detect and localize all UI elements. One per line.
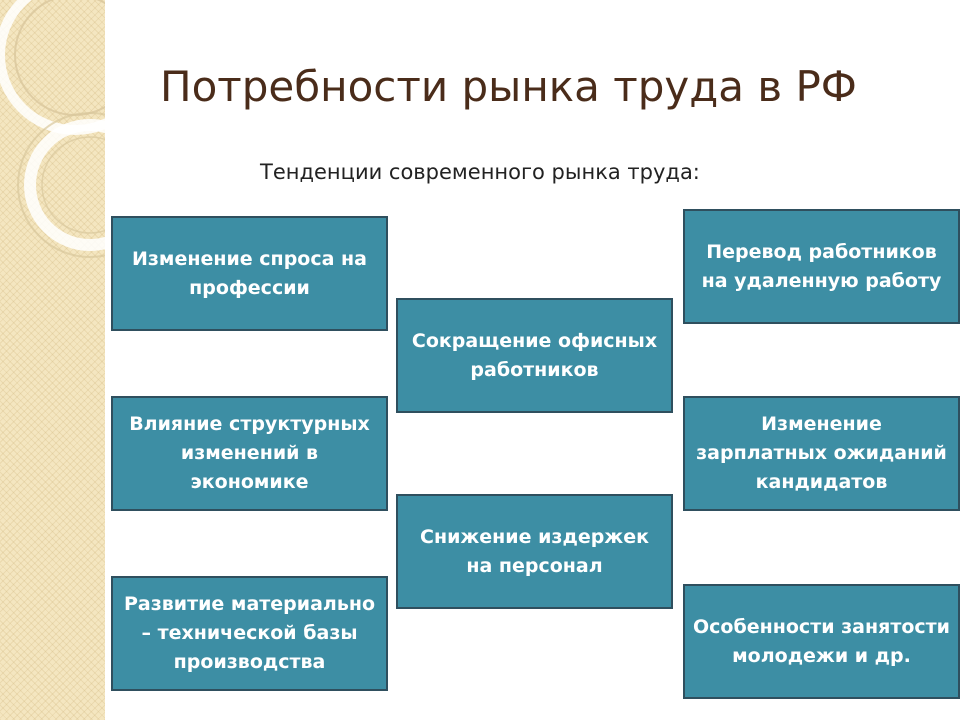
- trend-box-label: Сокращение офисных работников: [411, 329, 658, 381]
- trend-box-technical-base: Развитие материально – технической базы …: [111, 576, 388, 691]
- decorative-circles-icon: [0, 0, 105, 258]
- trend-box-demand-change: Изменение спроса на профессии: [111, 216, 388, 331]
- trend-box-label: Изменение спроса на профессии: [131, 247, 367, 299]
- trend-box-label: Развитие материально – технической базы …: [123, 593, 376, 673]
- trend-box-label: Особенности занятости молодежи и др.: [693, 615, 950, 667]
- slide-subtitle: Тенденции современного рынка труда:: [260, 160, 700, 184]
- trend-box-label: Перевод работников на удаленную работу: [701, 240, 942, 292]
- decorative-side-panel: [0, 0, 105, 720]
- trend-box-label: Влияние структурных изменений в экономик…: [129, 413, 370, 493]
- slide-title: Потребности рынка труда в РФ: [160, 62, 857, 111]
- trend-box-structural-changes: Влияние структурных изменений в экономик…: [111, 396, 388, 511]
- trend-box-label: Снижение издержек на персонал: [420, 525, 649, 577]
- trend-box-salary-expectations: Изменение зарплатных ожиданий кандидатов: [683, 396, 960, 511]
- trend-box-label: Изменение зарплатных ожиданий кандидатов: [696, 413, 947, 493]
- trend-box-cost-reduction: Снижение издержек на персонал: [396, 494, 673, 609]
- trend-box-office-reduction: Сокращение офисных работников: [396, 298, 673, 413]
- trend-box-youth-employment: Особенности занятости молодежи и др.: [683, 584, 960, 699]
- trend-box-remote-work: Перевод работников на удаленную работу: [683, 209, 960, 324]
